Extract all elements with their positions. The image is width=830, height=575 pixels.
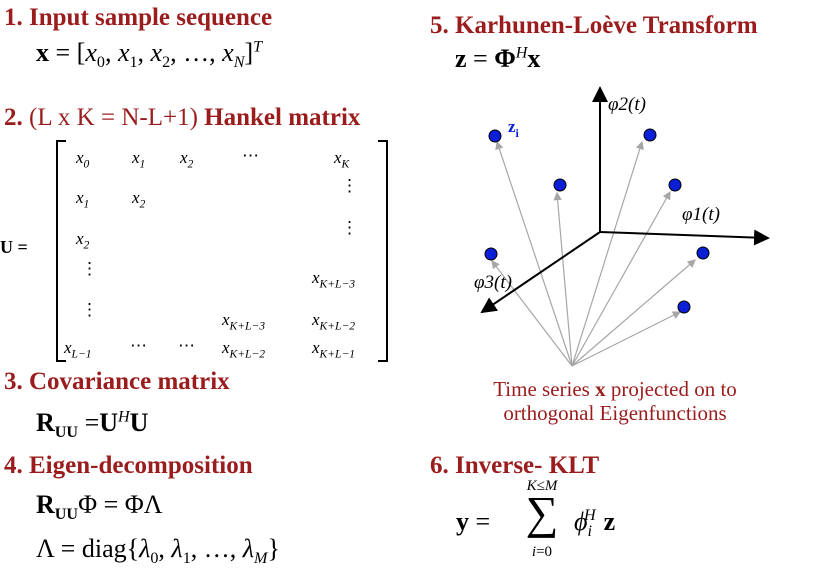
caption-variable: x <box>595 377 606 401</box>
covariance-equation: RUU =UHU <box>36 408 149 442</box>
axis-label-phi2: φ2(t) <box>608 94 646 115</box>
point <box>484 247 498 261</box>
axis-label-phi1: φ1(t) <box>682 204 720 225</box>
point <box>553 178 567 192</box>
section-4-title: 4. Eigen-decomposition <box>4 452 253 479</box>
section-6-title: 6. Inverse- KLT <box>430 452 600 479</box>
eigen-points: zi <box>484 117 710 314</box>
klt-diagram: φ2(t) φ1(t) φ3(t) zi <box>474 86 770 367</box>
input-sequence-equation: x = [x0, x1, x2, …, xN]T <box>36 38 263 72</box>
point-label-zi: zi <box>508 117 520 140</box>
matrix-cell-vellipsis: ⋮ <box>81 259 98 278</box>
axis-label-phi3: φ3(t) <box>474 272 512 293</box>
point-zi <box>488 129 502 143</box>
point <box>696 246 710 260</box>
matrix-cell: x2 <box>76 229 90 252</box>
matrix-cell: x1 <box>76 188 90 211</box>
section-2-dimensions: (L x K = N-L+1) <box>29 104 198 131</box>
axes: φ2(t) φ1(t) φ3(t) <box>474 86 770 314</box>
matrix-cell: x1 <box>132 148 146 171</box>
matrix-cell: xK <box>334 148 350 171</box>
matrix-left-bracket <box>56 140 66 362</box>
matrix-cell: xK+L−3 <box>222 310 266 333</box>
section-1-title: 1. Input sample sequence <box>4 4 273 31</box>
matrix-cell: xK+L−3 <box>312 268 356 291</box>
point <box>643 128 657 142</box>
section-2-title: 2. (L x K = N-L+1) Hankel matrix <box>4 104 360 132</box>
matrix-cell: xL−1 <box>64 338 92 361</box>
point <box>668 178 682 192</box>
matrix-cell: x2 <box>132 188 146 211</box>
matrix-cell-hellipsis: ⋯ <box>242 146 259 165</box>
diagram-caption-line2: orthogonal Eigenfunctions <box>503 401 727 425</box>
matrix-cell: xK+L−2 <box>222 338 266 361</box>
matrix-cell-vellipsis: ⋮ <box>81 300 98 319</box>
matrix-cell-vellipsis: ⋮ <box>341 218 358 237</box>
matrix-cell: x0 <box>76 148 90 171</box>
section-3-title: 3. Covariance matrix <box>4 368 230 395</box>
matrix-cell: x2 <box>180 148 194 171</box>
matrix-cell: xK+L−2 <box>312 310 356 333</box>
matrix-cell-hellipsis: ⋯ <box>130 336 147 355</box>
hankel-lhs: U = <box>0 237 28 257</box>
section-2-prefix: 2. <box>4 104 23 131</box>
caption-suffix: projected on to <box>610 377 737 401</box>
caption-prefix: Time series <box>493 377 590 401</box>
point <box>677 300 691 314</box>
section-2-hankel-label: Hankel matrix <box>204 104 361 131</box>
diagram-caption-line1: Time series x projected on to <box>430 376 800 402</box>
matrix-cell-hellipsis: ⋯ <box>178 336 195 355</box>
klt-equation: z = ΦHx <box>455 44 541 73</box>
section-5-title: 5. Karhunen-Loève Transform <box>430 12 758 39</box>
lambda-equation: Λ = diag{λ0, λ1, …, λM} <box>36 534 280 568</box>
projection-rays <box>491 140 696 367</box>
matrix-cell: xK+L−1 <box>312 338 356 361</box>
eigen-equation: RUUΦ = ΦΛ <box>36 490 163 524</box>
matrix-right-bracket <box>378 140 388 362</box>
matrix-cell-vellipsis: ⋮ <box>341 176 358 195</box>
